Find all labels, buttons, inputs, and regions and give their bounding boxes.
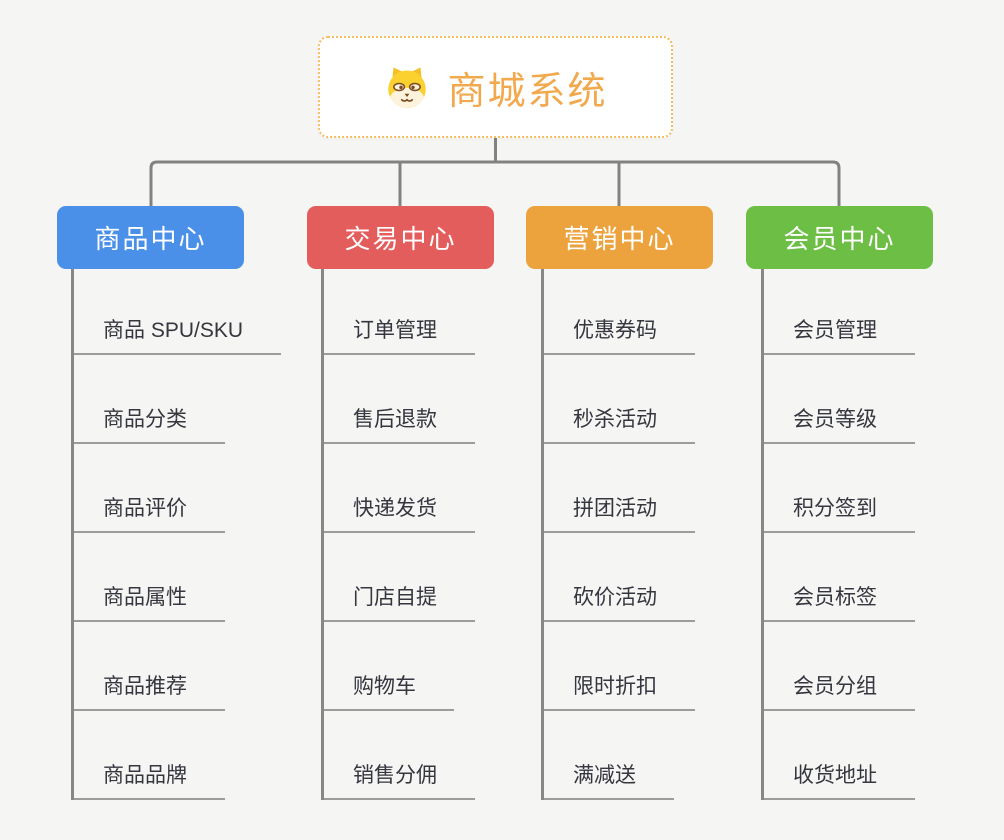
leaf-node[interactable]: 商品 SPU/SKU [74, 269, 301, 355]
leaf-node[interactable]: 商品品牌 [74, 711, 301, 800]
leaf-node[interactable]: 满减送 [544, 711, 771, 800]
leaf-label: 售后退款 [324, 403, 475, 444]
branch-node-marketing-center[interactable]: 营销中心 [526, 206, 713, 269]
leaf-node[interactable]: 限时折扣 [544, 622, 771, 711]
leaf-label: 商品 SPU/SKU [74, 314, 282, 355]
leaf-label: 商品推荐 [74, 670, 225, 711]
branch-node-goods-center[interactable]: 商品中心 [57, 206, 244, 269]
branch-node-member-center[interactable]: 会员中心 [746, 206, 933, 269]
leaf-label: 砍价活动 [544, 581, 695, 622]
leaf-label: 收货地址 [764, 759, 915, 800]
leaf-label: 会员分组 [764, 670, 915, 711]
leaf-label: 商品评价 [74, 492, 225, 533]
leaf-node[interactable]: 销售分佣 [324, 711, 551, 800]
leaf-label: 积分签到 [764, 492, 915, 533]
root-node[interactable]: 商城系统 [318, 36, 673, 138]
leaf-node[interactable]: 会员分组 [764, 622, 991, 711]
leaf-node[interactable]: 积分签到 [764, 444, 991, 533]
leaf-label: 商品分类 [74, 403, 225, 444]
leaf-column-trade: 订单管理 售后退款 快递发货 门店自提 购物车 销售分佣 [321, 269, 551, 800]
leaf-node[interactable]: 门店自提 [324, 533, 551, 622]
leaf-column-marketing: 优惠券码 秒杀活动 拼团活动 砍价活动 限时折扣 满减送 [541, 269, 771, 800]
leaf-node[interactable]: 售后退款 [324, 355, 551, 444]
leaf-label: 商品品牌 [74, 759, 225, 800]
branch-label: 营销中心 [563, 224, 676, 254]
leaf-node[interactable]: 拼团活动 [544, 444, 771, 533]
leaf-node[interactable]: 订单管理 [324, 269, 551, 355]
leaf-node[interactable]: 会员管理 [764, 269, 991, 355]
leaf-node[interactable]: 会员标签 [764, 533, 991, 622]
leaf-node[interactable]: 购物车 [324, 622, 551, 711]
leaf-label: 快递发货 [324, 492, 475, 533]
leaf-node[interactable]: 商品推荐 [74, 622, 301, 711]
branch-node-trade-center[interactable]: 交易中心 [307, 206, 494, 269]
leaf-label: 优惠券码 [544, 314, 695, 355]
leaf-label: 订单管理 [324, 314, 475, 355]
leaf-node[interactable]: 商品属性 [74, 533, 301, 622]
leaf-label: 会员标签 [764, 581, 915, 622]
root-title: 商城系统 [447, 70, 608, 113]
leaf-node[interactable]: 会员等级 [764, 355, 991, 444]
leaf-node[interactable]: 商品分类 [74, 355, 301, 444]
leaf-column-goods: 商品 SPU/SKU 商品分类 商品评价 商品属性 商品推荐 商品品牌 [71, 269, 301, 800]
leaf-node[interactable]: 砍价活动 [544, 533, 771, 622]
leaf-label: 秒杀活动 [544, 403, 695, 444]
dog-face-icon [388, 67, 427, 108]
branch-label: 会员中心 [783, 224, 896, 254]
leaf-column-member: 会员管理 会员等级 积分签到 会员标签 会员分组 收货地址 [761, 269, 991, 800]
leaf-node[interactable]: 商品评价 [74, 444, 301, 533]
leaf-label: 会员等级 [764, 403, 915, 444]
leaf-node[interactable]: 收货地址 [764, 711, 991, 800]
leaf-node[interactable]: 优惠券码 [544, 269, 771, 355]
leaf-node[interactable]: 秒杀活动 [544, 355, 771, 444]
leaf-label: 限时折扣 [544, 670, 695, 711]
leaf-label: 门店自提 [324, 581, 475, 622]
leaf-label: 会员管理 [764, 314, 915, 355]
leaf-label: 购物车 [324, 670, 454, 711]
leaf-label: 商品属性 [74, 581, 225, 622]
leaf-node[interactable]: 快递发货 [324, 444, 551, 533]
leaf-label: 拼团活动 [544, 492, 695, 533]
branch-label: 商品中心 [94, 224, 207, 254]
leaf-label: 满减送 [544, 759, 674, 800]
branch-label: 交易中心 [344, 224, 457, 254]
leaf-label: 销售分佣 [324, 759, 475, 800]
